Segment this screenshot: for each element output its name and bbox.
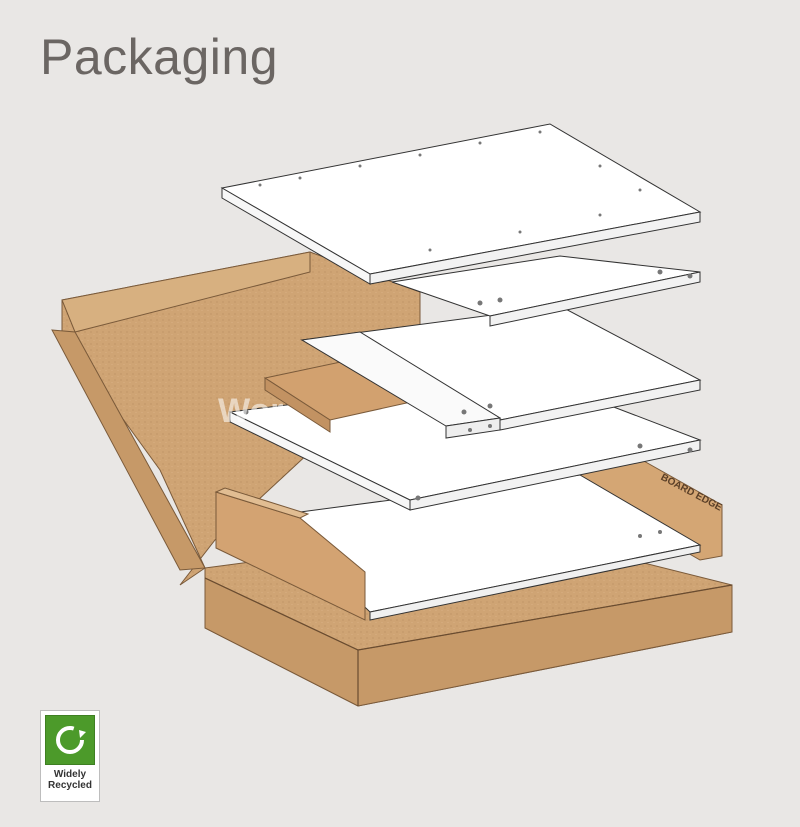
recycling-badge: Widely Recycled <box>40 710 100 802</box>
recycle-label: Widely Recycled <box>41 769 99 791</box>
page-title: Packaging <box>40 29 278 85</box>
panel-top <box>220 123 702 285</box>
recycle-line-1: Widely <box>53 769 87 780</box>
recycle-arrow-icon <box>56 726 86 754</box>
watermark-text: Wor <box>218 392 284 430</box>
panel-2 <box>391 255 701 327</box>
corner-protector-left <box>214 487 366 621</box>
recycle-line-2: Recycled <box>48 780 92 791</box>
drill-holes <box>243 130 693 538</box>
panel-3 <box>300 305 702 439</box>
cardboard-block <box>263 359 422 433</box>
recycle-icon <box>45 715 95 765</box>
